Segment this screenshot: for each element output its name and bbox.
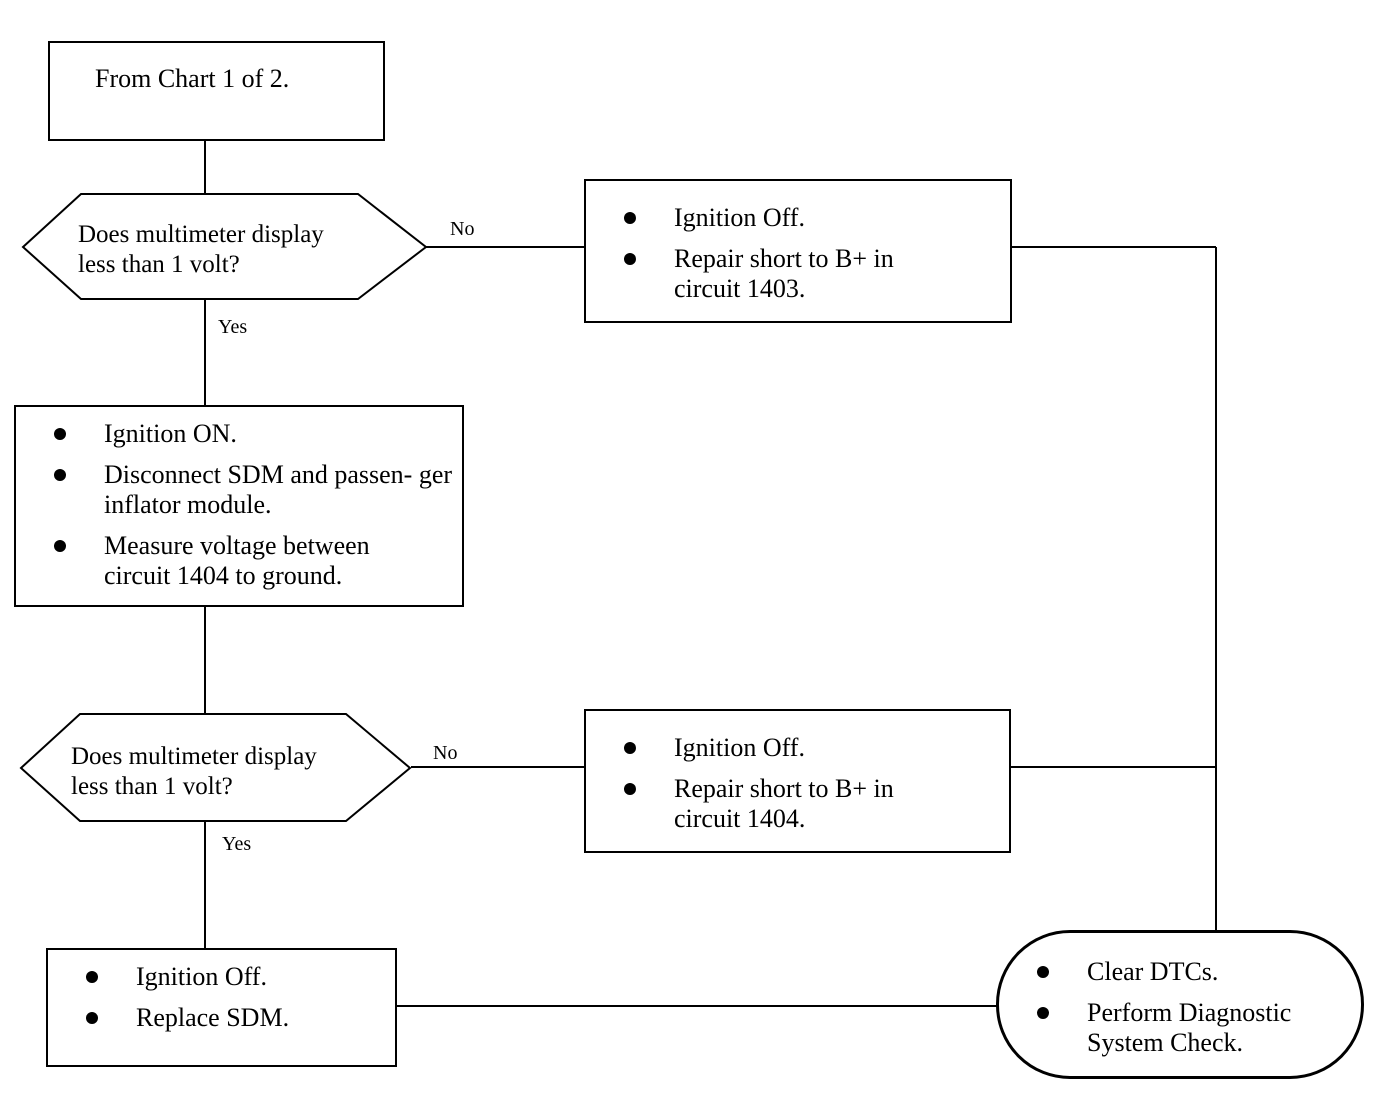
decision2-hexagon (19, 713, 412, 822)
step-item: Disconnect SDM and passen- ger inflator … (16, 460, 462, 520)
bullet-icon (624, 783, 636, 795)
decision1-yes-label: Yes (218, 316, 248, 338)
step-item: Measure voltage between circuit 1404 to … (16, 531, 462, 591)
bullet-icon (624, 212, 636, 224)
repair-1403-box: Ignition Off. Repair short to B+ in circ… (584, 179, 1012, 323)
end-item: Clear DTCs. (999, 957, 1339, 987)
bullet-icon (624, 253, 636, 265)
replace-sdm-item: Ignition Off. (48, 962, 393, 992)
end-item: Perform Diagnostic System Check. (999, 998, 1339, 1058)
decision1-line1: Does multimeter display (78, 221, 324, 248)
decision2-no-label: No (433, 742, 458, 764)
replace-sdm-item: Replace SDM. (48, 1003, 393, 1033)
bullet-icon (86, 1012, 98, 1024)
bullet-icon (54, 540, 66, 552)
end-terminator: Clear DTCs. Perform Diagnostic System Ch… (996, 930, 1364, 1079)
bullet-icon (54, 469, 66, 481)
ignition-on-step-box: Ignition ON. Disconnect SDM and passen- … (14, 405, 464, 607)
decision1-question: Does multimeter display less than 1 volt… (78, 220, 324, 280)
bullet-icon (54, 428, 66, 440)
decision2-yes-label: Yes (222, 833, 252, 855)
decision1-no-label: No (450, 218, 475, 240)
start-box: From Chart 1 of 2. (48, 41, 385, 141)
replace-sdm-box: Ignition Off. Replace SDM. (46, 948, 397, 1067)
repair-1404-item: Repair short to B+ in circuit 1404. (586, 774, 1006, 834)
bullet-icon (1037, 1007, 1049, 1019)
decision2-line2: less than 1 volt? (71, 773, 233, 800)
bullet-icon (1037, 966, 1049, 978)
repair-1404-item: Ignition Off. (586, 733, 1006, 763)
decision1-line2: less than 1 volt? (78, 251, 240, 278)
repair-1403-item: Ignition Off. (586, 203, 1006, 233)
bullet-icon (86, 971, 98, 983)
decision2-question: Does multimeter display less than 1 volt… (71, 742, 317, 802)
repair-1403-item: Repair short to B+ in circuit 1403. (586, 244, 1006, 304)
start-text: From Chart 1 of 2. (95, 64, 290, 93)
repair-1404-box: Ignition Off. Repair short to B+ in circ… (584, 709, 1011, 853)
step-item: Ignition ON. (16, 419, 462, 449)
decision1-hexagon (21, 193, 428, 300)
bullet-icon (624, 742, 636, 754)
decision2-line1: Does multimeter display (71, 743, 317, 770)
